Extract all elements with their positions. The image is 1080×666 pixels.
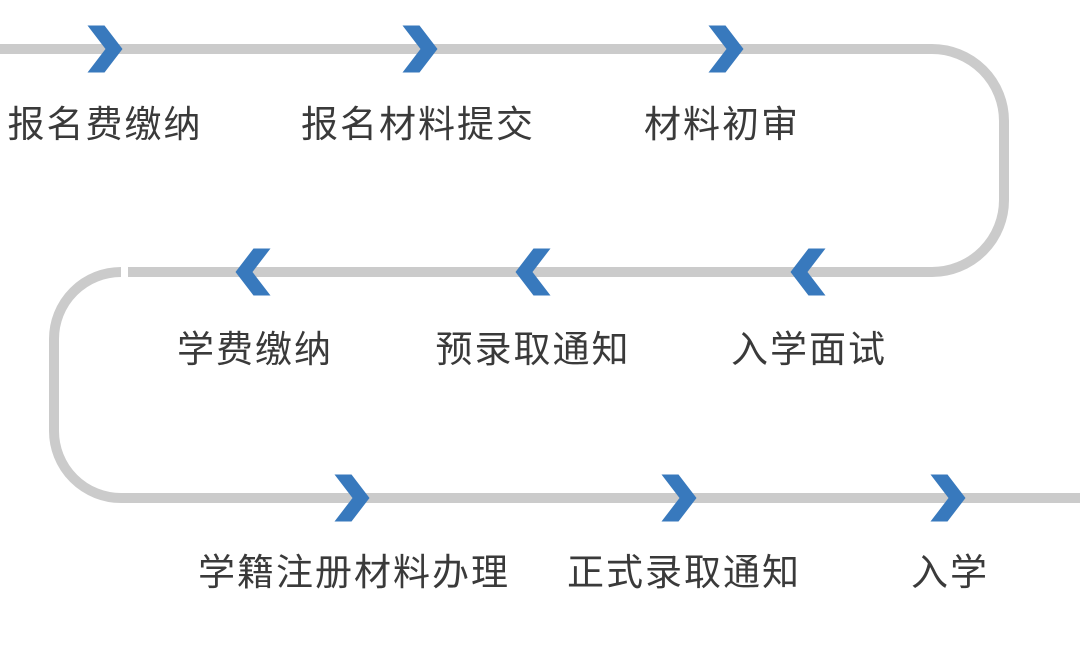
- chevron-right-icon: [708, 25, 744, 73]
- step-label-pre-admission-notice: 预录取通知: [435, 329, 631, 370]
- step-label-enrollment: 入学: [911, 552, 989, 593]
- chevron-right-icon: [661, 474, 697, 522]
- chevron-right-icon: [334, 474, 370, 522]
- chevron-right-icon: [87, 25, 123, 73]
- chevron-left-icon: [515, 248, 551, 296]
- step-label-tuition-payment: 学费缴纳: [177, 329, 333, 370]
- step-label-application-materials-submission: 报名材料提交: [301, 104, 535, 145]
- flow-path-top-and-right-curve: [0, 44, 1009, 277]
- chevron-left-icon: [790, 248, 826, 296]
- step-label-preliminary-material-review: 材料初审: [644, 104, 800, 145]
- step-label-formal-admission-notice: 正式录取通知: [567, 552, 801, 593]
- flow-path-left-curve-and-bottom: [49, 267, 1080, 503]
- step-label-admission-interview: 入学面试: [731, 329, 887, 370]
- chevron-right-icon: [402, 25, 438, 73]
- step-label-enrollment-registration-materials: 学籍注册材料办理: [198, 552, 510, 593]
- chevron-left-icon: [235, 248, 271, 296]
- step-label-registration-fee-payment: 报名费缴纳: [7, 104, 203, 145]
- chevron-right-icon: [930, 474, 966, 522]
